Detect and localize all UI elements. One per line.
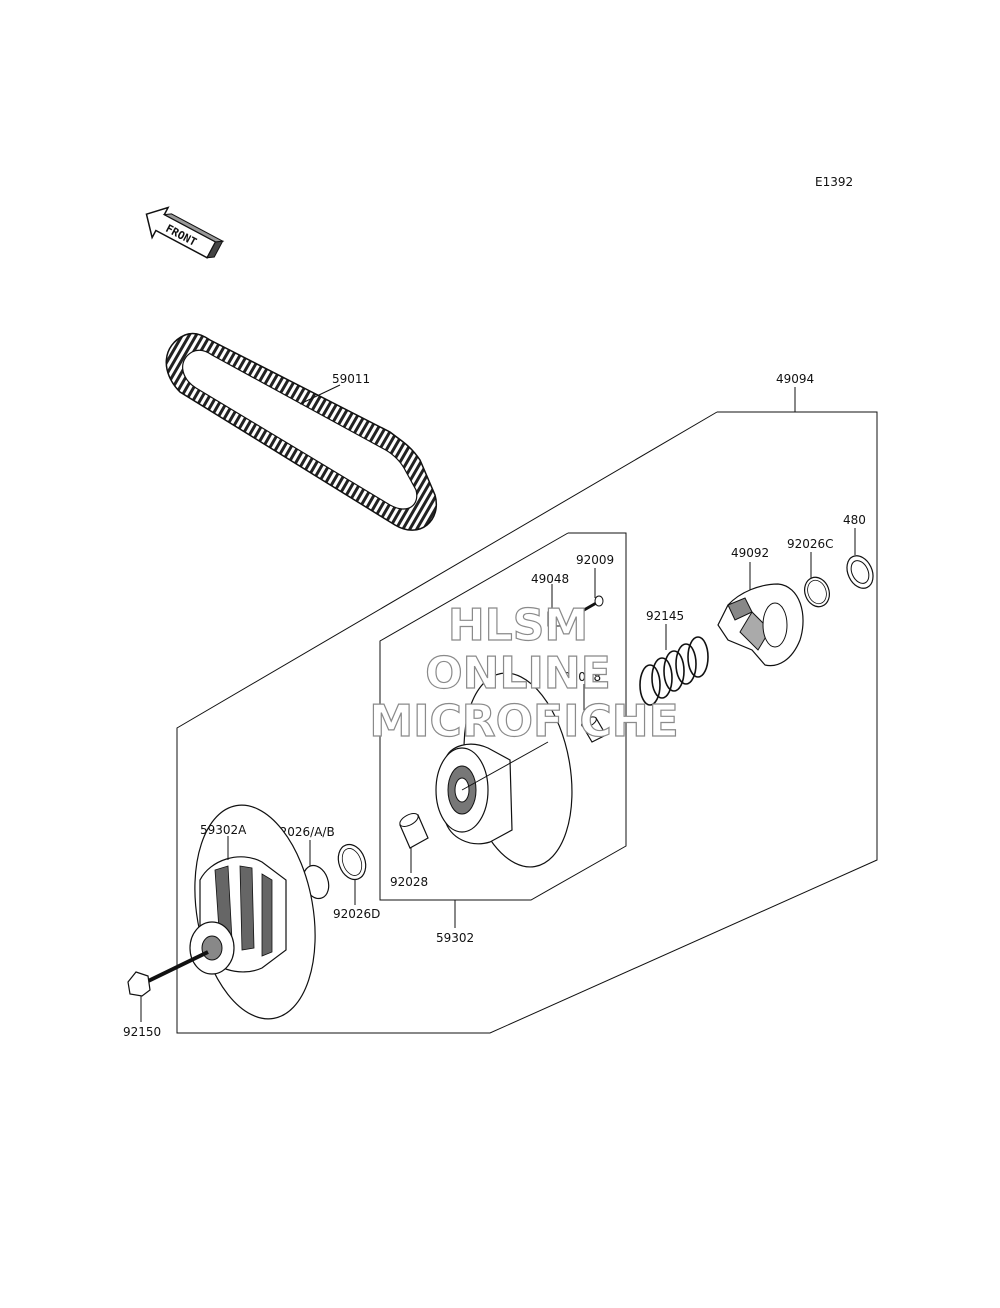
fixed-sheave [189, 804, 316, 1020]
watermark-line-1: HLSM [448, 600, 588, 651]
callout-spring: 92145 [646, 609, 684, 623]
slider [547, 611, 561, 627]
spring [639, 636, 709, 706]
movable-sheave [435, 672, 573, 868]
front-arrow-icon: FRONT [145, 206, 225, 259]
callout-cam: 49092 [731, 546, 769, 560]
callout-bolt: 92150 [123, 1025, 161, 1039]
callout-belt: 59011 [332, 372, 370, 386]
watermark-line-3: MICROFICHE [369, 696, 678, 747]
watermark-line-2: ONLINE [425, 648, 611, 699]
callout-assembly: 49094 [776, 372, 814, 386]
washer-d [337, 843, 367, 881]
washer-c [804, 576, 830, 608]
figure-code: E1392 [815, 175, 853, 189]
callout-circlip: 480 [843, 513, 866, 527]
callout-washer-d: 92026D [333, 907, 380, 921]
bolt [127, 950, 209, 997]
callout-sheave-fixed: 59302A [200, 823, 247, 837]
bushing-lower [399, 813, 429, 849]
callout-pin: 92009 [576, 553, 614, 567]
callout-sheave-movable: 59302 [436, 931, 474, 945]
watermark: HLSM ONLINE MICROFICHE [369, 599, 680, 747]
callout-bushing-upper: 92028 [563, 670, 601, 684]
callout-washer-ab: 92026/A/B [272, 825, 335, 839]
circlip [846, 555, 874, 589]
movable-sheave-outline [379, 532, 627, 901]
pin [569, 595, 604, 620]
bushing-upper [581, 716, 607, 743]
drive-belt [165, 332, 438, 531]
assembly-outline [176, 411, 878, 1034]
callout-washer-c: 92026C [787, 537, 834, 551]
cam [717, 583, 804, 667]
callout-bushing-lower: 92028 [390, 875, 428, 889]
callout-slider: 49048 [531, 572, 569, 586]
